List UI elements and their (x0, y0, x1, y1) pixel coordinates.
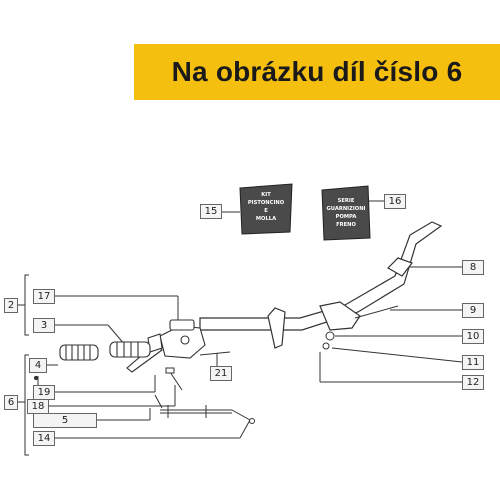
kit15-line-2: PISTONCINO (248, 200, 285, 206)
callout-21: 21 (210, 366, 232, 381)
kit15-line-4: MOLLA (256, 216, 276, 222)
handlebar (199, 221, 443, 349)
callout-6: 6 (4, 395, 18, 410)
kit16-line-2: GUARNIZIONI (327, 206, 366, 212)
callout-10: 10 (462, 329, 484, 344)
kit16-line-4: FRENO (336, 222, 356, 228)
callout-8: 8 (462, 260, 484, 275)
kit15-line-3: E (264, 208, 268, 214)
kit16-line-1: SERIE (338, 198, 355, 204)
callout-14: 14 (33, 431, 55, 446)
kit16-line-3: POMPA (336, 214, 357, 220)
callout-18: 18 (27, 399, 49, 414)
kit15-line-1: KIT (261, 192, 271, 198)
callout-19: 19 (33, 385, 55, 400)
callout-16: 16 (384, 194, 406, 209)
part-number-banner: Na obrázku díl číslo 6 (134, 44, 500, 100)
callout-4: 4 (29, 358, 47, 373)
callout-2: 2 (4, 298, 18, 313)
callout-15: 15 (200, 204, 222, 219)
kit-bag-15: KIT PISTONCINO E MOLLA (239, 183, 293, 235)
handlebar-grips (59, 341, 151, 361)
brake-master-cylinder (126, 319, 206, 373)
brake-cable (160, 405, 255, 424)
small-hardware (33, 305, 399, 409)
callout-3: 3 (33, 318, 55, 333)
callout-5: 5 (33, 413, 97, 428)
kit-bag-16: SERIE GUARNIZIONI POMPA FRENO (321, 185, 371, 241)
callout-11: 11 (462, 355, 484, 370)
callout-17: 17 (33, 289, 55, 304)
callout-9: 9 (462, 303, 484, 318)
callout-12: 12 (462, 375, 484, 390)
